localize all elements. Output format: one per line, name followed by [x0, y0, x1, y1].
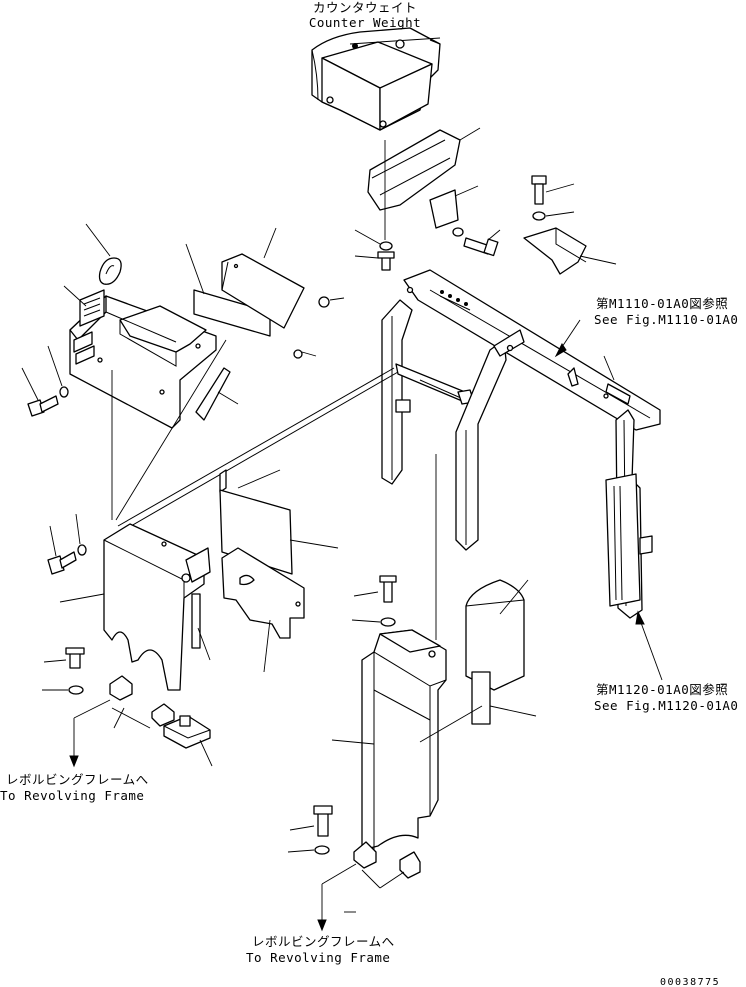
ref-m1120-en: See Fig.M1120-01A0: [594, 698, 739, 713]
long-rod: [117, 355, 615, 640]
revolving-frame-label-bottom-en: To Revolving Frame: [246, 950, 391, 965]
left-bolts: [21, 345, 87, 575]
center-lower-cover: [331, 575, 447, 851]
counterweight-label-en: Counter Weight: [308, 15, 422, 30]
reference-arrows: [554, 319, 663, 681]
ref-m1110-en: See Fig.M1110-01A0: [594, 312, 739, 327]
revolving-frame-label-left-jp: レボルビングフレームへ: [6, 772, 149, 787]
center-pads: [219, 469, 339, 673]
main-frame: [381, 269, 661, 619]
right-top-fasteners: [523, 175, 617, 275]
left-clips: [42, 647, 213, 768]
cw-fasteners: [354, 227, 501, 271]
left-top-pad: [115, 227, 345, 521]
ref-m1120-jp: 第M1120-01A0図参照: [596, 682, 729, 697]
left-lower-cover: [59, 523, 211, 691]
revolving-frame-label-bottom-jp: レボルビングフレームへ: [252, 934, 395, 949]
counterweight-bracket: [367, 127, 481, 240]
counterweight-label-jp: カウンタウェイト: [312, 0, 417, 15]
left-top-cover: [63, 223, 239, 520]
bottom-fasteners: [287, 805, 421, 932]
ref-m1110-jp: 第M1110-01A0図参照: [596, 296, 729, 311]
drawing-number: 00038775: [660, 977, 721, 987]
counter-weight: [311, 27, 441, 131]
right-pads: [419, 579, 537, 743]
revolving-frame-label-left-en: To Revolving Frame: [0, 788, 145, 803]
